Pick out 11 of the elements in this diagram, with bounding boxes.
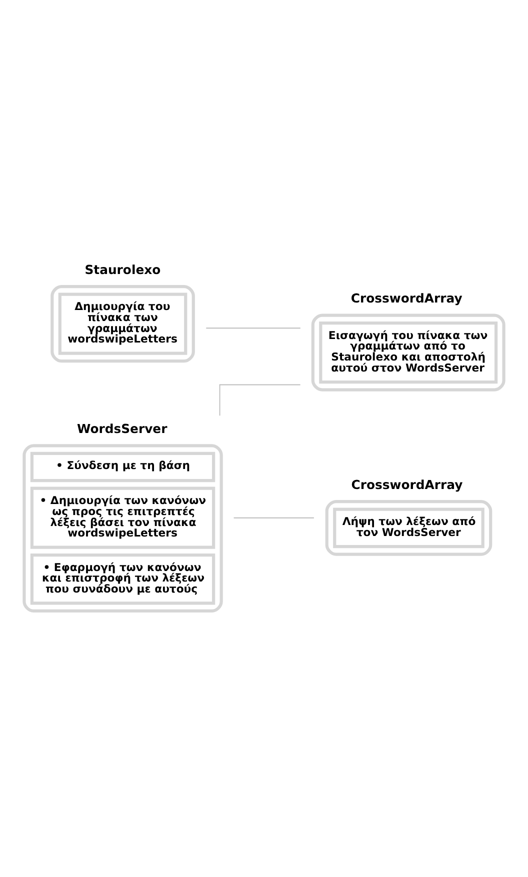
connector <box>233 517 314 518</box>
node-label: WordsServer <box>76 421 168 436</box>
node-box: Δημιουργία του πίνακα των γραμμάτων wordswipeLetters <box>50 285 195 363</box>
node-box: Εισαγωγή του πίνακα των γραμμάτων από το Staurolexo και αποστολή αυτού στον WordsServer <box>311 314 506 392</box>
node-label: CrosswordArray <box>351 476 463 492</box>
node-box: Λήψη των λέξεων από τον WordsServer <box>325 500 492 556</box>
node-label: CrosswordArray <box>350 290 462 306</box>
connector <box>206 328 301 329</box>
node-label: Staurolexo <box>84 262 161 278</box>
connector <box>219 384 301 416</box>
node-box: • Σύνδεση με τη βάση • Δημιουργία των κανόνων ως προς τις επιτρεπτές λέξεις βάσει τον πίνακα wordswipeLetters • Εφαρμογή των κανόνων και επιστροφή των λέξεων που συνάδουν με αυτούς <box>22 444 223 613</box>
